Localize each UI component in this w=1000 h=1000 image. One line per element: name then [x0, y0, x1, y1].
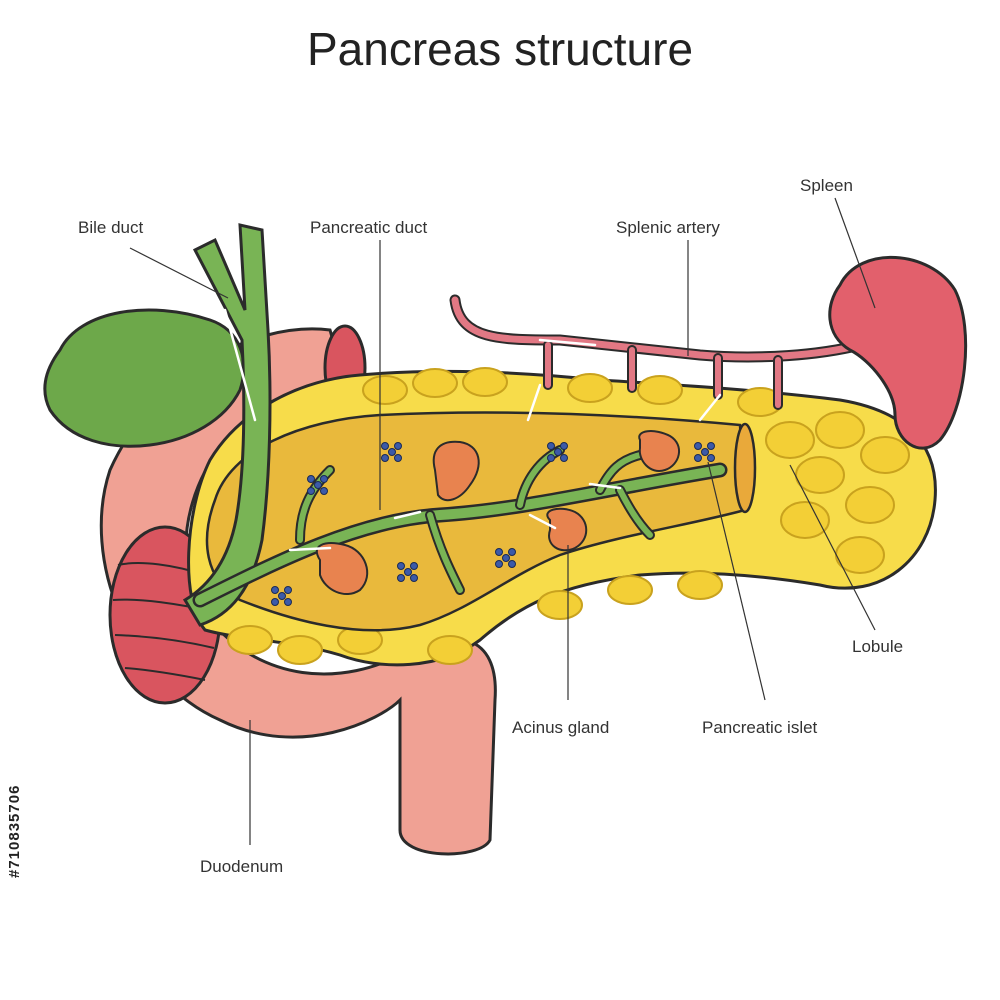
- leader-lines: [129, 197, 876, 845]
- gallbladder: [43, 308, 246, 448]
- duodenum: [99, 327, 497, 856]
- lobule-outlines: [227, 367, 910, 665]
- spleen: [828, 255, 968, 450]
- stock-id-text: #710835706: [6, 784, 23, 878]
- acinus-gland-clusters: [315, 430, 680, 595]
- label-lobule: Lobule: [852, 637, 904, 656]
- diagram-title: Pancreas structure: [306, 23, 694, 75]
- label-acinus-gland: Acinus gland: [512, 718, 610, 737]
- pancreas-tail-cut: [733, 422, 757, 514]
- flow-arrows: [223, 308, 722, 552]
- label-duodenum: Duodenum: [200, 857, 284, 876]
- pancreatic-islets: [271, 442, 715, 606]
- label-pancreatic-islet: Pancreatic islet: [702, 718, 818, 737]
- label-spleen: Spleen: [800, 176, 853, 195]
- label-pancreatic-duct: Pancreatic duct: [310, 218, 428, 237]
- splenic-artery: [449, 294, 866, 410]
- label-bile-duct: Bile duct: [78, 218, 144, 237]
- label-splenic-artery: Splenic artery: [616, 218, 720, 237]
- bile-duct-tube: [182, 223, 272, 627]
